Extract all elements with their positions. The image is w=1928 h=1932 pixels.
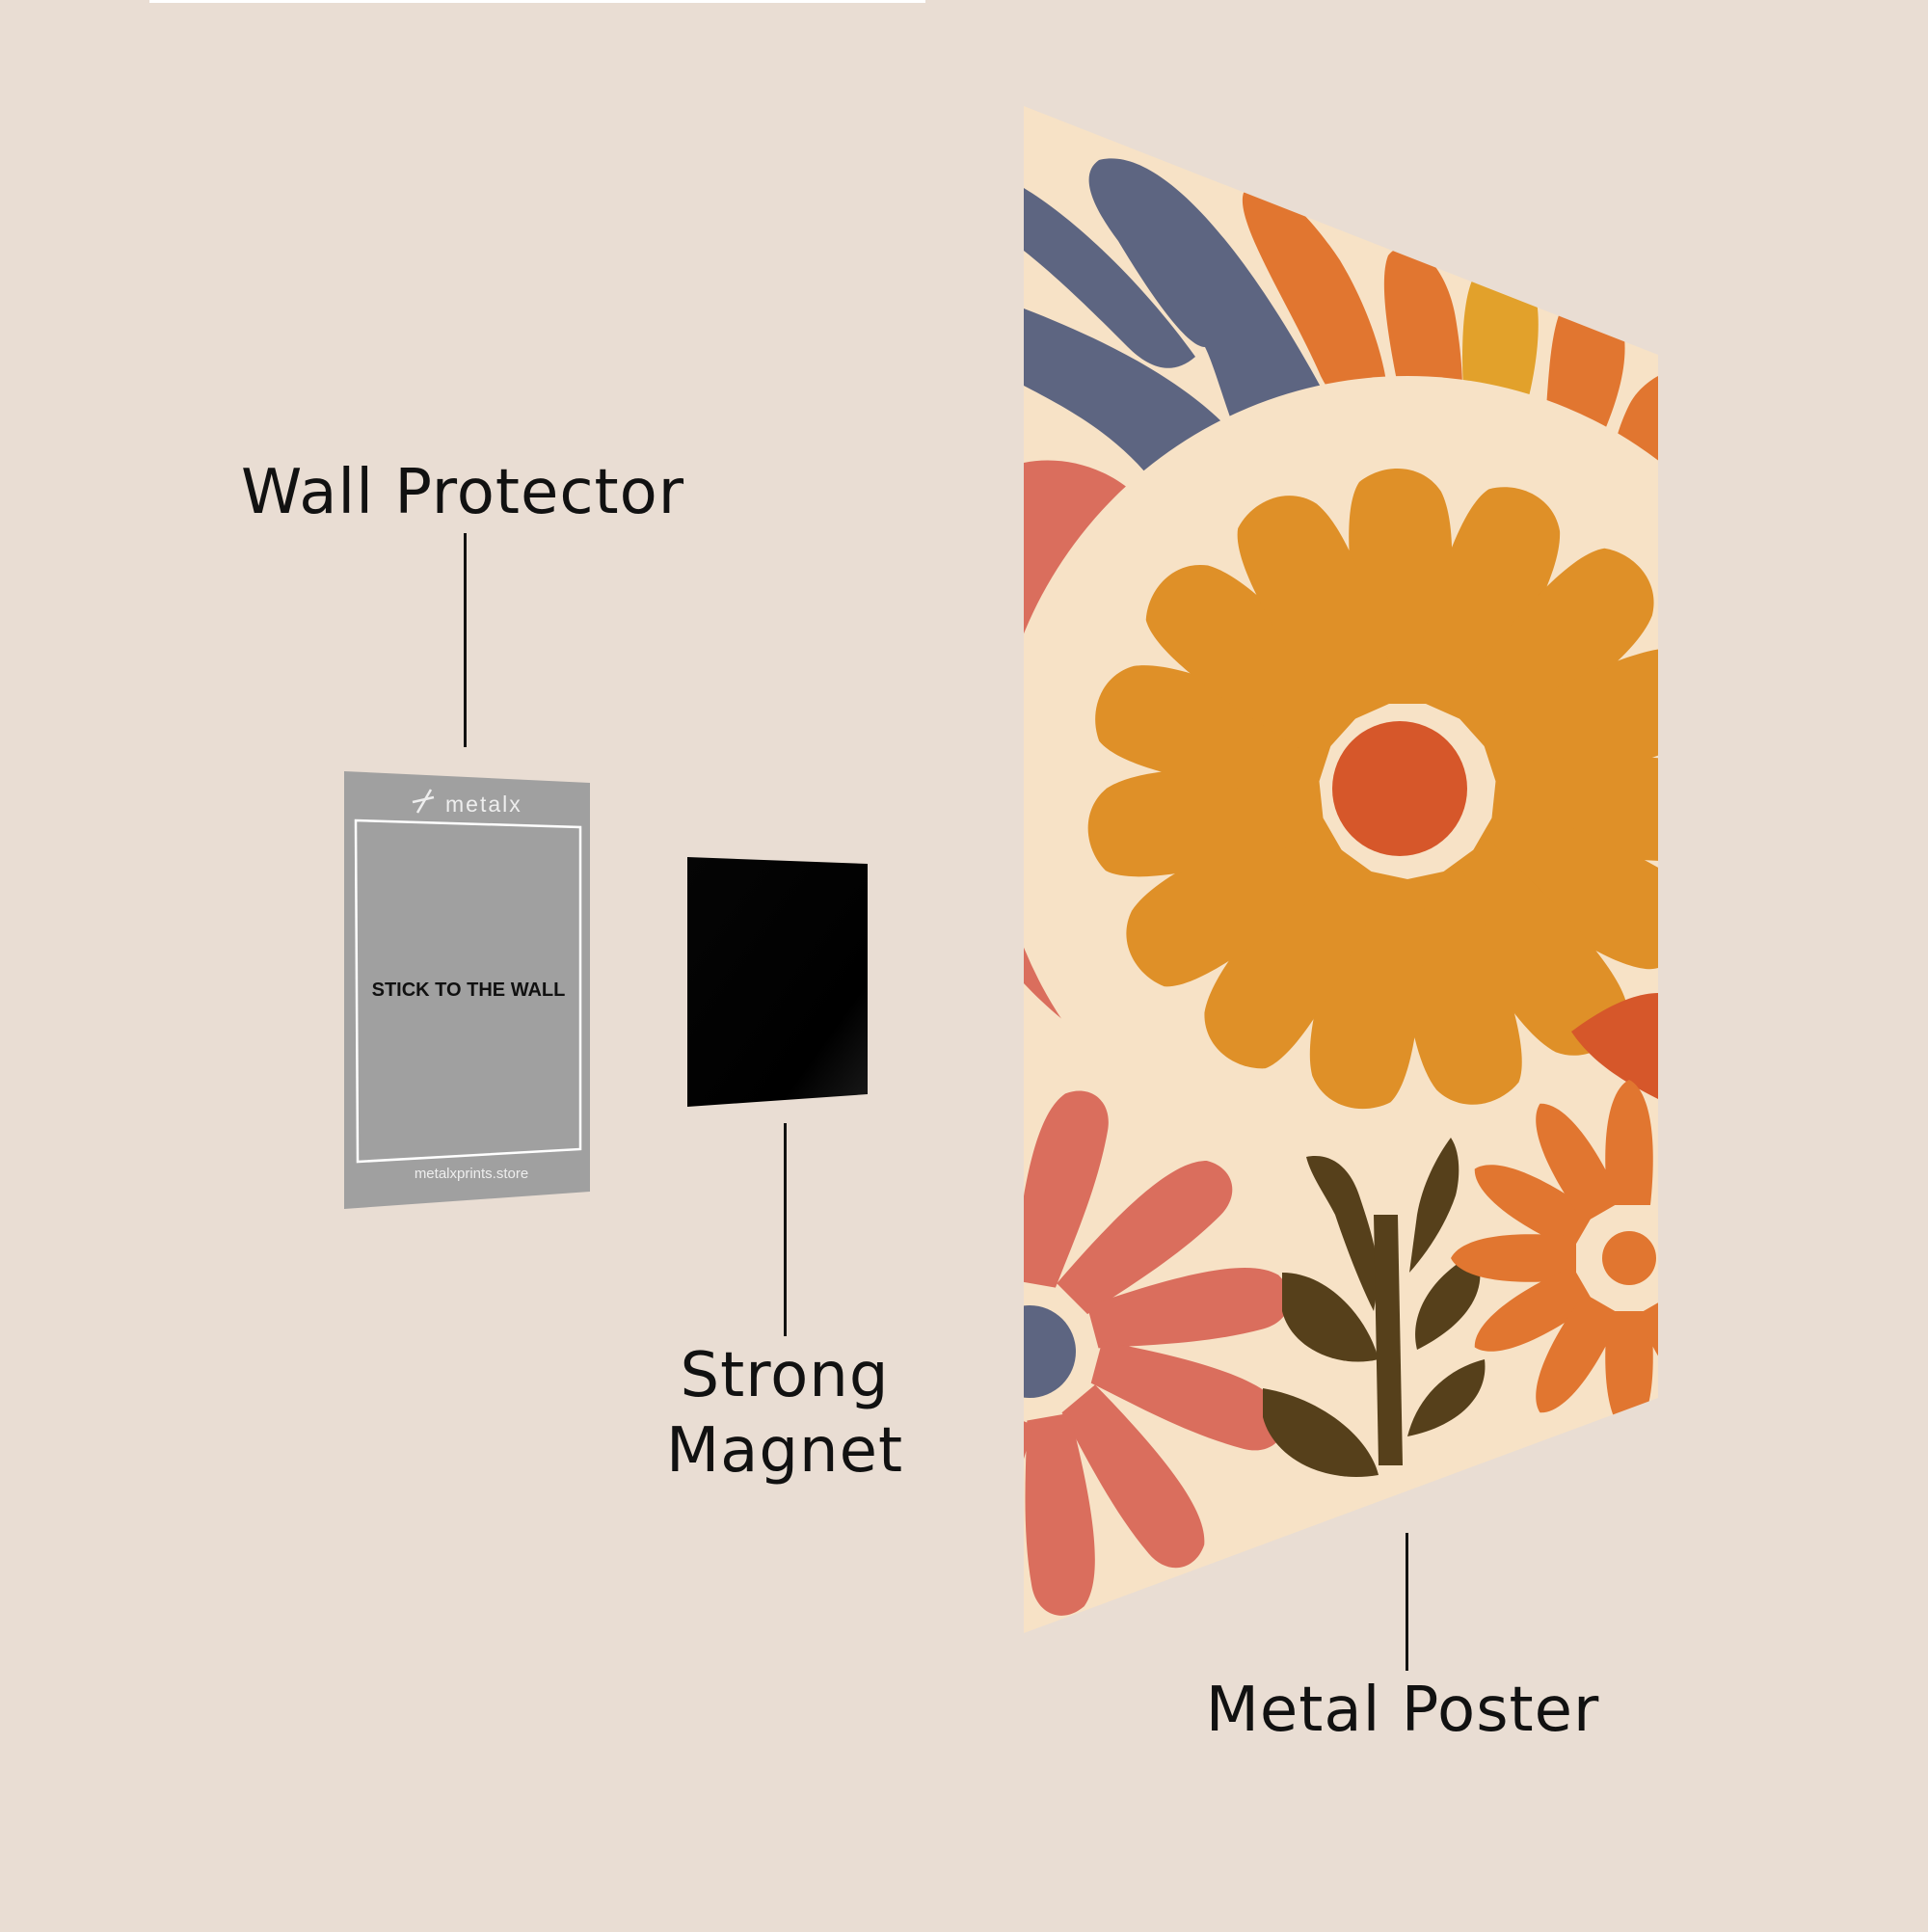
metalx-logo-icon <box>412 789 435 814</box>
wall-protector-card: metalx STICK TO THE WALL metalxprints.st… <box>344 771 590 1209</box>
top-edge-strip <box>149 0 925 3</box>
metal-poster-label: Metal Poster <box>1205 1675 1600 1746</box>
protector-brand-text: metalx <box>445 792 522 817</box>
metal-poster <box>1024 106 1658 1633</box>
protector-url-text: metalxprints.store <box>415 1166 528 1182</box>
strong-magnet-plate <box>687 857 868 1107</box>
strong-magnet-leader-line <box>784 1123 787 1336</box>
coral-flower-petals <box>1024 1090 1290 1616</box>
big-flower-petals <box>1087 469 1658 1110</box>
metal-poster-leader-line <box>1406 1533 1408 1671</box>
wall-protector-label: Wall Protector <box>241 457 685 528</box>
protector-instruction-text: STICK TO THE WALL <box>372 979 566 1001</box>
olive-stem <box>1263 1138 1486 1477</box>
big-flower-center <box>1332 721 1467 856</box>
poster-artwork <box>1024 158 1658 1616</box>
strong-magnet-label: Strong Magnet <box>592 1338 977 1489</box>
strong-magnet-label-line1: Strong <box>680 1340 890 1411</box>
wall-protector-leader-line <box>464 533 467 747</box>
strong-magnet-label-line2: Magnet <box>665 1415 904 1488</box>
